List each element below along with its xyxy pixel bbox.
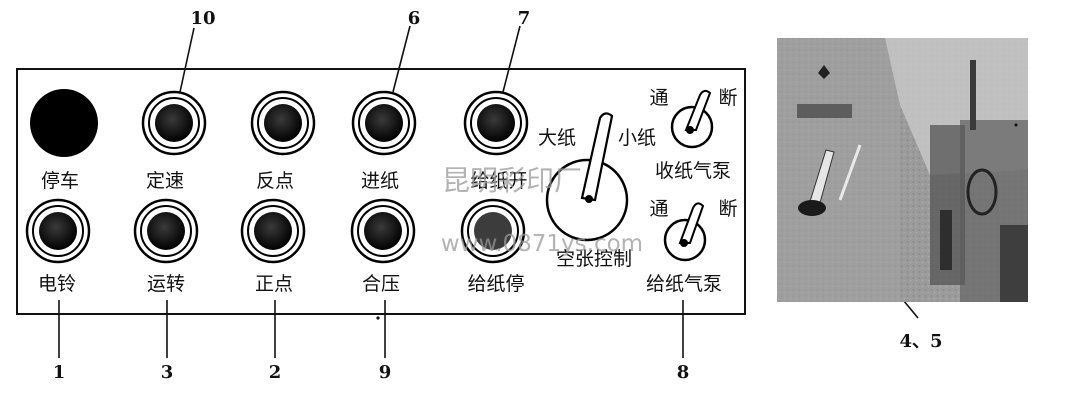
callout-3: 3 xyxy=(161,362,174,383)
reverse-jog-label: 反点 xyxy=(256,170,294,192)
callout-9: 9 xyxy=(379,362,392,383)
bell-label: 电铃 xyxy=(38,273,76,295)
watermark-company: 昆明彩印厂 xyxy=(442,164,582,197)
bell-button[interactable] xyxy=(25,198,91,264)
forward-jog-label: 正点 xyxy=(255,273,293,295)
paper-feed-stop-label: 给纸停 xyxy=(467,273,524,295)
forward-jog-button[interactable] xyxy=(240,198,306,264)
callout-8: 8 xyxy=(677,362,690,383)
fixed-speed-button[interactable] xyxy=(141,90,207,156)
feed-paper-button[interactable] xyxy=(351,90,417,156)
callout-2: 2 xyxy=(269,362,282,383)
feeder-pump-off-label: 断 xyxy=(718,198,737,220)
callout-1: 1 xyxy=(53,362,66,383)
stop-label: 停车 xyxy=(41,170,79,192)
feeder-pump-label: 给纸气泵 xyxy=(646,273,722,295)
run-button[interactable] xyxy=(133,198,199,264)
delivery-pump-on-label: 通 xyxy=(649,87,668,109)
callout-7: 7 xyxy=(518,8,531,29)
callout-10: 10 xyxy=(190,8,215,29)
callout-4-5: 4、5 xyxy=(899,331,942,352)
delivery-air-pump-switch[interactable] xyxy=(670,89,714,149)
impression-on-label: 合压 xyxy=(362,273,400,295)
run-label: 运转 xyxy=(147,273,185,295)
sheet-control-label: 空张控制 xyxy=(556,248,632,270)
machine-photo xyxy=(777,38,1028,302)
paper-feed-on-button[interactable] xyxy=(463,90,529,156)
delivery-pump-off-label: 断 xyxy=(718,87,737,109)
sheet-control-lever[interactable] xyxy=(545,112,629,242)
delivery-pump-label: 收纸气泵 xyxy=(655,160,731,182)
stop-button[interactable] xyxy=(30,89,98,157)
feeder-pump-on-label: 通 xyxy=(649,198,668,220)
impression-on-button[interactable] xyxy=(350,198,416,264)
feeder-air-pump-switch[interactable] xyxy=(663,202,707,262)
watermark-url: www.0871ys.com xyxy=(441,231,643,257)
paper-feed-stop-button[interactable] xyxy=(460,198,526,264)
lever-small-paper-label: 小纸 xyxy=(618,127,656,149)
reverse-jog-button[interactable] xyxy=(250,90,316,156)
lever-large-paper-label: 大纸 xyxy=(538,127,576,149)
fixed-speed-label: 定速 xyxy=(146,170,184,192)
paper-feed-on-label: 给纸开 xyxy=(470,170,527,192)
feed-paper-label: 进纸 xyxy=(361,170,399,192)
callout-6: 6 xyxy=(408,8,421,29)
